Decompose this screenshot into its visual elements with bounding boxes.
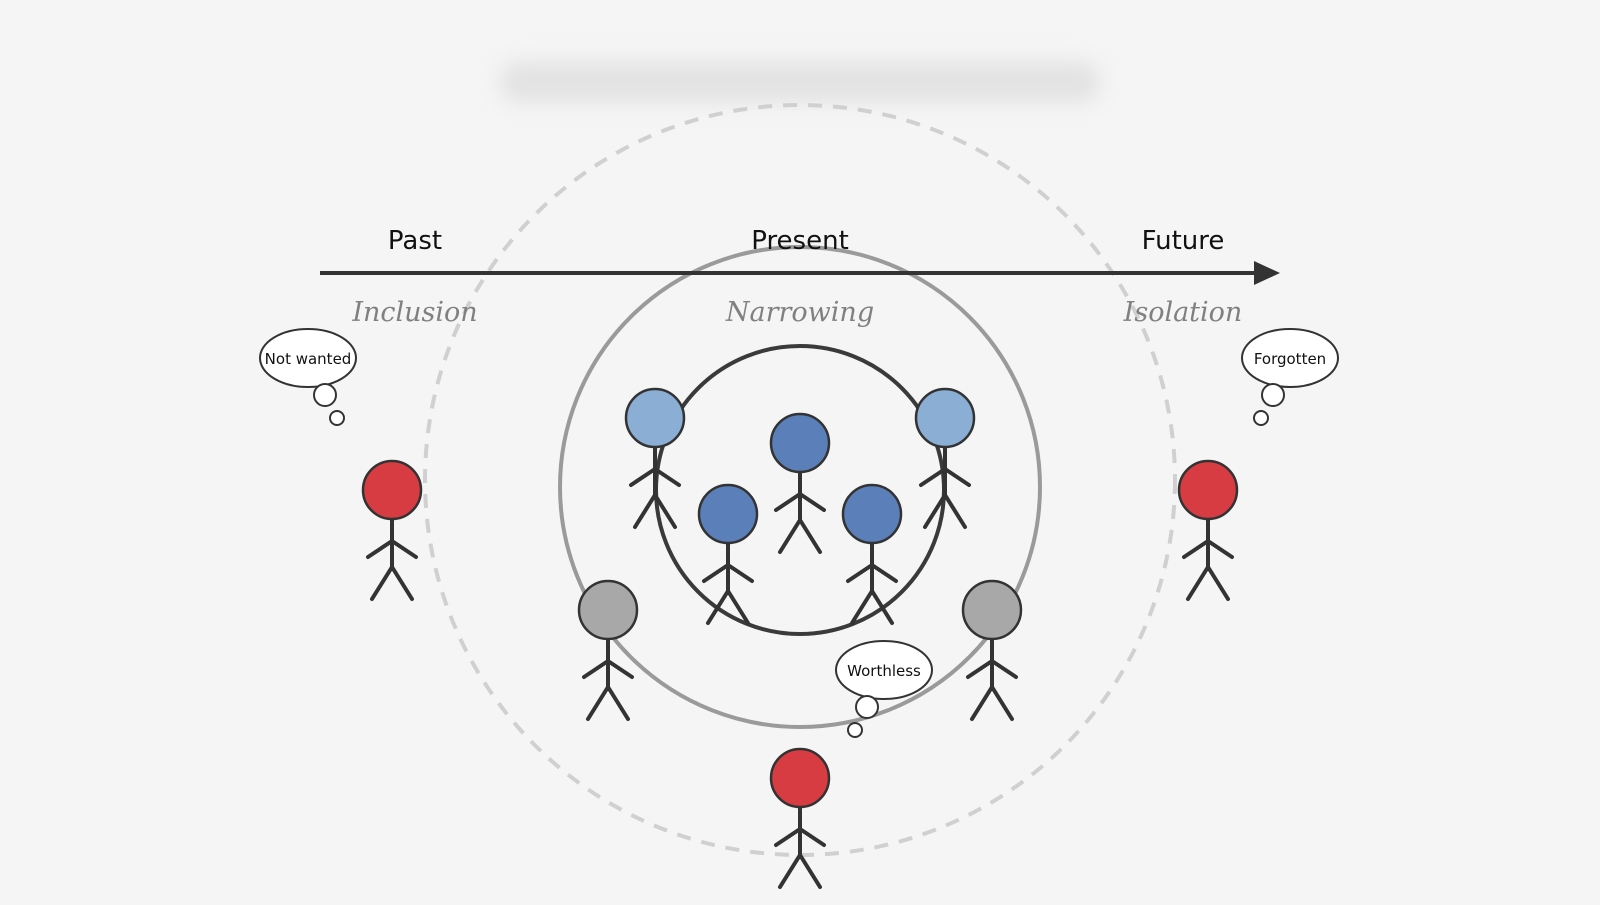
stick-figure-core-group: [697, 483, 759, 625]
stick-figure-edge-group: [624, 387, 686, 529]
stick-figure-body: [1182, 517, 1234, 601]
stick-figure-body: [774, 470, 826, 554]
stick-figure-head: [1177, 459, 1239, 521]
phase-label-narrowing: Narrowing: [725, 297, 874, 328]
stick-figure-head: [697, 483, 759, 545]
timeline-arrow-head: [1254, 261, 1280, 285]
stick-figures: [361, 387, 1239, 889]
thought-bubble-worthless: Worthless: [835, 640, 933, 738]
stick-figure-head: [769, 747, 831, 809]
stick-figure-excluded: [769, 747, 831, 889]
stick-figure-head: [624, 387, 686, 449]
stick-figure-body: [366, 517, 418, 601]
stick-figure-head: [914, 387, 976, 449]
stick-figure-peripheral: [577, 579, 639, 721]
stick-figure-head: [841, 483, 903, 545]
stick-figure-peripheral: [961, 579, 1023, 721]
timeline-label-present: Present: [751, 226, 849, 256]
stick-figure-body: [774, 805, 826, 889]
thought-bubble-forgotten: Forgotten: [1241, 328, 1339, 426]
phase-label-inclusion: Inclusion: [351, 297, 477, 328]
blurred-title: [500, 62, 1100, 102]
stick-figure-excluded: [361, 459, 423, 601]
stick-figure-head: [961, 579, 1023, 641]
stick-figure-body: [966, 637, 1018, 721]
thought-bubble-not-wanted: Not wanted: [259, 328, 357, 426]
stick-figure-body: [919, 445, 971, 529]
stick-figure-core-group: [841, 483, 903, 625]
stick-figure-body: [582, 637, 634, 721]
thought-text-not-wanted: Not wanted: [265, 350, 352, 368]
stick-figure-body: [629, 445, 681, 529]
stick-figure-body: [702, 541, 754, 625]
phase-label-isolation: Isolation: [1123, 297, 1243, 328]
stick-figure-edge-group: [914, 387, 976, 529]
stick-figure-excluded: [1177, 459, 1239, 601]
middle-ring: [558, 245, 1042, 729]
timeline-label-future: Future: [1142, 226, 1225, 256]
timeline-label-past: Past: [388, 226, 442, 256]
stick-figure-core-group: [769, 412, 831, 554]
stick-figure-head: [361, 459, 423, 521]
thought-text-forgotten: Forgotten: [1254, 350, 1326, 368]
stick-figure-body: [846, 541, 898, 625]
stick-figure-head: [577, 579, 639, 641]
thought-text-worthless: Worthless: [847, 662, 921, 680]
stick-figure-head: [769, 412, 831, 474]
